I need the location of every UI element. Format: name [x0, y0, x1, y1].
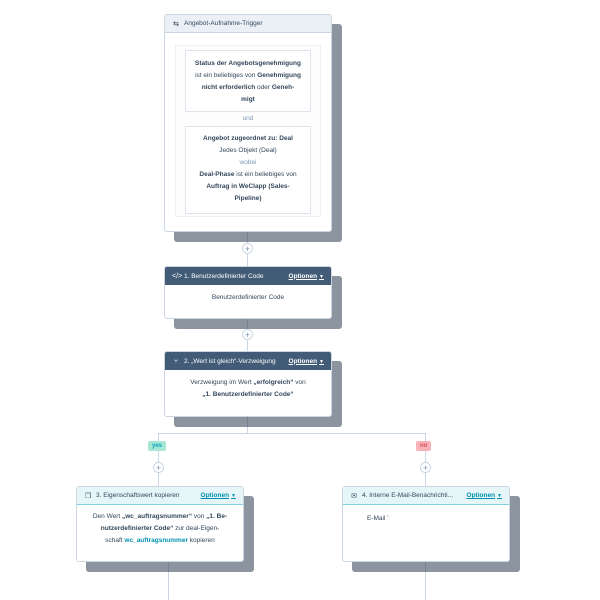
condition-text-cont: nicht erforderlich oder Geneh- — [201, 84, 295, 91]
trigger-icon: ⇆ — [173, 20, 179, 28]
branch-yes-tag: yes — [148, 441, 167, 451]
step4-options-button[interactable]: Optionen▼ — [466, 492, 502, 499]
add-step-button[interactable]: + — [242, 243, 253, 254]
step-copy-property-card[interactable]: ❐ 3. Eigenschaftswert kopieren Optionen▼… — [76, 486, 244, 562]
email-icon: ✉ — [351, 492, 357, 500]
trigger-header: ⇆ Angebot-Aufnahme-Trigger — [165, 15, 331, 33]
step2-header: ⑂ 2. „Wert ist gleich“-Verzweigung Optio… — [165, 352, 331, 370]
step3-header: ❐ 3. Eigenschaftswert kopieren Optionen▼ — [77, 487, 243, 505]
connector-line — [425, 433, 426, 486]
step4-header: ✉ 4. Interne E-Mail-Benachrichti... Opti… — [343, 487, 509, 505]
step-internal-email-card[interactable]: ✉ 4. Interne E-Mail-Benachrichti... Opti… — [342, 486, 510, 562]
step-custom-code-card[interactable]: </> 1. Benutzerdefinierter Code Optionen… — [164, 266, 332, 319]
step2-title: 2. „Wert ist gleich“-Verzweigung — [184, 357, 276, 365]
step1-body: Benutzerdefinierter Code — [211, 294, 285, 301]
deal-stage-value-cont: Pipeline) — [234, 195, 262, 202]
connector-line — [247, 415, 248, 433]
step-branch-card[interactable]: ⑂ 2. „Wert ist gleich“-Verzweigung Optio… — [164, 351, 332, 417]
association-label: Angebot zugeordnet zu: Deal — [203, 135, 293, 142]
add-step-no-button[interactable]: + — [420, 462, 431, 473]
step3-body: Den Wert „wc_auftragsnummer“ von „1. Be-… — [92, 513, 228, 544]
association-object: Jedes Objekt (Deal) — [219, 147, 277, 154]
step3-options-button[interactable]: Optionen▼ — [200, 492, 236, 499]
step1-options-button[interactable]: Optionen▼ — [288, 272, 324, 280]
step3-title: 3. Eigenschaftswert kopieren — [96, 492, 180, 499]
connector-line — [158, 433, 159, 486]
condition-deal-association[interactable]: Angebot zugeordnet zu: Deal Jedes Objekt… — [185, 126, 311, 214]
add-step-yes-button[interactable]: + — [153, 462, 164, 473]
branch-icon: ⑂ — [173, 357, 179, 365]
step4-body: E-Mail ʼ — [367, 515, 389, 522]
code-icon: </> — [172, 272, 183, 280]
trigger-title: Angebot-Aufnahme-Trigger — [184, 20, 263, 27]
wobei-joiner: wobei — [239, 159, 257, 166]
step4-title: 4. Interne E-Mail-Benachrichti... — [362, 492, 454, 499]
copy-icon: ❐ — [84, 492, 92, 500]
trigger-card[interactable]: ⇆ Angebot-Aufnahme-Trigger Status der An… — [164, 14, 332, 232]
deal-stage-value: Auftrag in WeClapp (Sales- — [206, 183, 290, 190]
step1-header: </> 1. Benutzerdefinierter Code Optionen… — [165, 267, 331, 285]
add-step-button[interactable]: + — [242, 329, 253, 340]
step2-options-button[interactable]: Optionen▼ — [288, 357, 324, 365]
and-joiner: und — [242, 115, 254, 122]
condition-approval-status[interactable]: Status der Angebotsgenehmigung ist ein b… — [185, 50, 311, 112]
connector-line — [425, 560, 426, 600]
condition-text-end: migt — [241, 96, 255, 103]
condition-text: ist ein beliebiges von Genehmigung — [195, 72, 301, 79]
branch-line — [158, 433, 426, 434]
branch-no-tag: no — [416, 441, 432, 451]
step2-body: Verzweigung im Wert „erfolgreich“ von „1… — [190, 379, 306, 398]
connector-line — [168, 560, 169, 600]
deal-stage-condition: Deal-Phase ist ein beliebiges von — [199, 171, 297, 178]
condition-property: Status der Angebotsgenehmigung — [195, 60, 301, 67]
step1-title: 1. Benutzerdefinierter Code — [184, 272, 264, 280]
